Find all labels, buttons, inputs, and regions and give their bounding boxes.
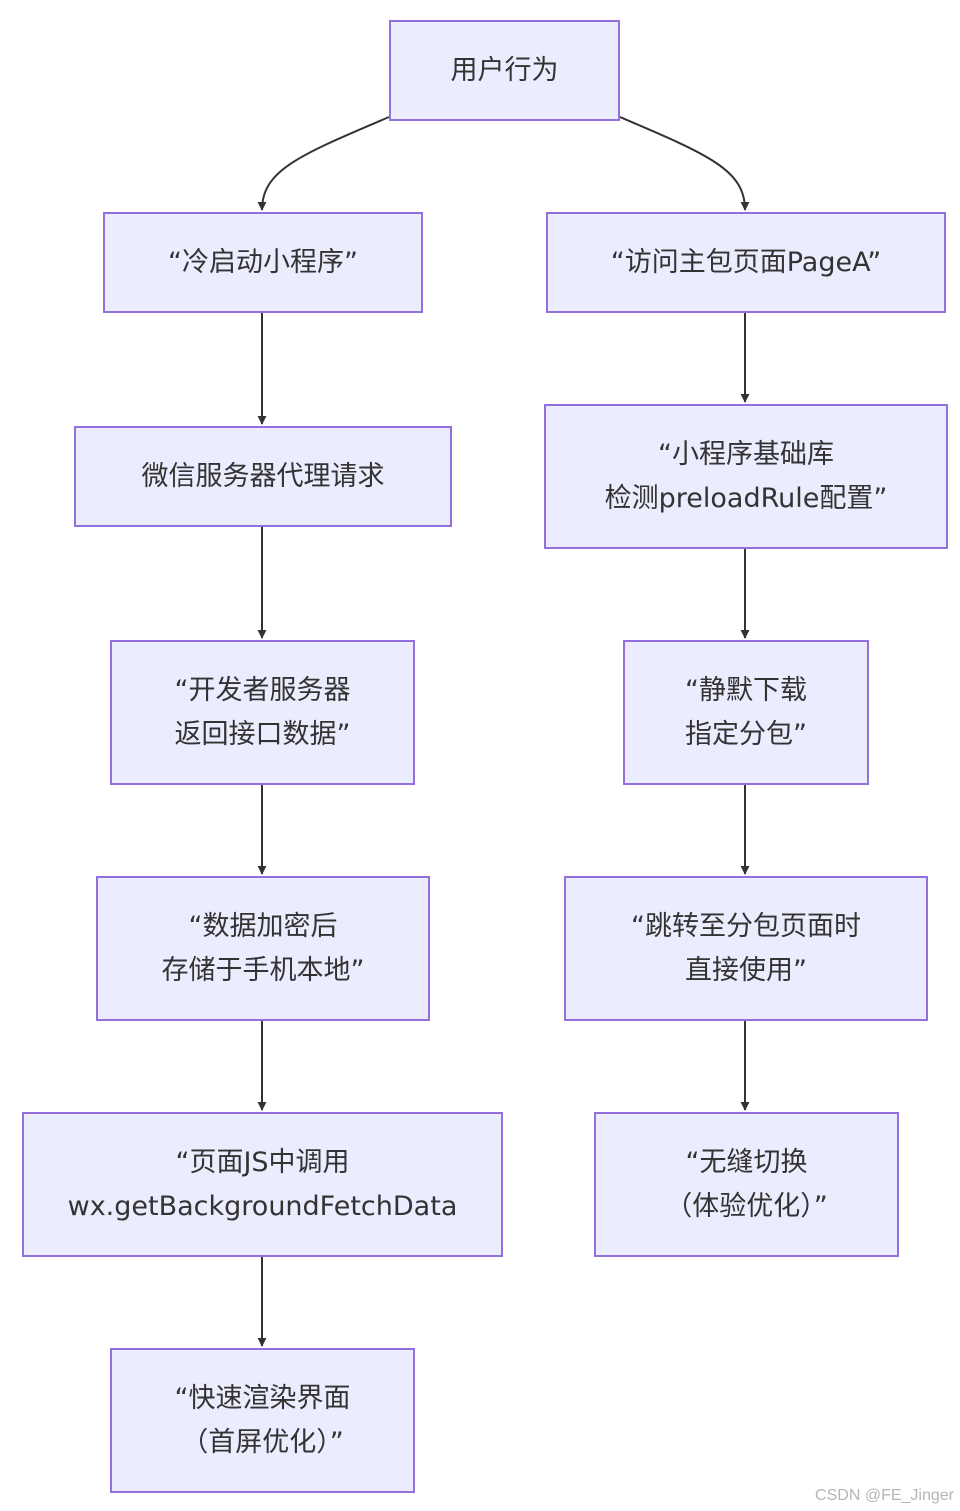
node-detect-rule-line-1: “小程序基础库 — [658, 438, 834, 470]
node-dev-server: “开发者服务器 返回接口数据” — [110, 640, 415, 785]
watermark: CSDN @FE_Jinger — [815, 1487, 954, 1504]
node-visit-page-line-1: “访问主包页面PageA” — [610, 246, 882, 278]
node-encrypt-store-line-2: 存储于手机本地” — [161, 954, 365, 986]
node-dev-server-line-1: “开发者服务器 — [174, 674, 351, 706]
node-user-action: 用户行为 — [389, 20, 620, 121]
node-seamless: “无缝切换 （体验优化）” — [594, 1112, 899, 1257]
node-wechat-proxy-line-1: 微信服务器代理请求 — [141, 460, 385, 492]
node-jump-use-line-2: 直接使用” — [685, 954, 807, 986]
edge-user-action-to-cold-start — [257, 116, 390, 211]
edge-user-action-to-visit-page — [619, 116, 750, 211]
node-fast-render-line-1: “快速渲染界面 — [174, 1382, 351, 1414]
node-cold-start: “冷启动小程序” — [103, 212, 423, 313]
node-jump-use-line-1: “跳转至分包页面时 — [631, 910, 861, 942]
node-encrypt-store-line-1: “数据加密后 — [188, 910, 338, 942]
node-seamless-line-1: “无缝切换 — [685, 1146, 808, 1178]
node-visit-page: “访问主包页面PageA” — [546, 212, 946, 313]
node-seamless-line-2: （体验优化）” — [665, 1190, 828, 1222]
node-call-api-line-1: “页面JS中调用 — [175, 1146, 350, 1178]
node-cold-start-line-1: “冷启动小程序” — [168, 246, 358, 278]
node-encrypt-store: “数据加密后 存储于手机本地” — [96, 876, 430, 1021]
node-jump-use: “跳转至分包页面时 直接使用” — [564, 876, 928, 1021]
node-fast-render: “快速渲染界面 （首屏优化）” — [110, 1348, 415, 1493]
node-fast-render-line-2: （首屏优化）” — [181, 1426, 344, 1458]
node-silent-download-line-1: “静默下载 — [685, 674, 807, 706]
node-wechat-proxy: 微信服务器代理请求 — [74, 426, 452, 527]
node-detect-rule: “小程序基础库 检测preloadRule配置” — [544, 404, 948, 549]
node-call-api: “页面JS中调用 wx.getBackgroundFetchData — [22, 1112, 503, 1257]
node-dev-server-line-2: 返回接口数据” — [174, 718, 351, 750]
node-call-api-line-2: wx.getBackgroundFetchData — [67, 1190, 458, 1222]
node-silent-download: “静默下载 指定分包” — [623, 640, 869, 785]
node-user-action-line-1: 用户行为 — [450, 54, 559, 86]
node-detect-rule-line-2: 检测preloadRule配置” — [604, 482, 888, 514]
node-silent-download-line-2: 指定分包” — [685, 718, 807, 750]
